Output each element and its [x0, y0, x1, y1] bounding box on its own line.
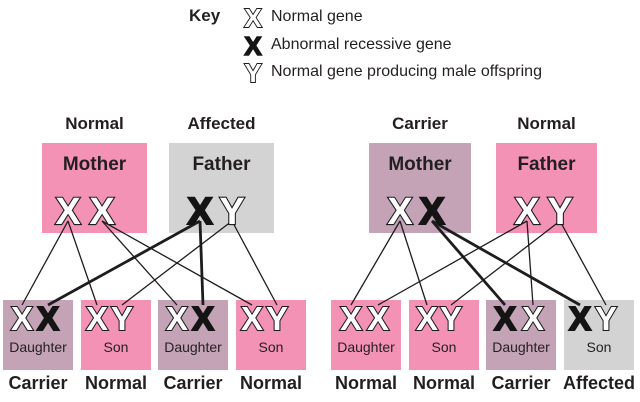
gene-glyph: X	[187, 191, 213, 233]
parent-status-label: Normal	[517, 114, 576, 133]
key-item-label: Normal gene producing male offspring	[271, 63, 542, 80]
child-status-label: Normal	[84, 373, 147, 393]
parent-status-label: Normal	[65, 114, 124, 133]
gene-glyph: X	[166, 300, 188, 337]
gene-glyph: Y	[219, 191, 244, 233]
mother-box: Mother	[369, 143, 471, 233]
child-box: Son	[409, 300, 479, 370]
inheritance-line	[198, 220, 205, 306]
gene-glyph: X	[86, 300, 108, 337]
gene-glyph: Y	[547, 191, 572, 233]
inheritance-line	[559, 220, 607, 306]
child-box: Daughter	[486, 300, 556, 370]
inheritance-line	[121, 220, 233, 306]
gene-glyph: X	[89, 191, 115, 233]
key-item-label: Normal gene	[271, 8, 363, 25]
gene-glyph: X	[192, 300, 214, 337]
parent-label: Mother	[388, 154, 452, 175]
male-gene-icon: Y	[244, 58, 261, 88]
child-status-label: Carrier	[163, 373, 223, 393]
child-status-label: Normal	[334, 373, 397, 393]
child-label: Son	[103, 339, 129, 355]
child-label: Daughter	[337, 339, 395, 355]
gene-glyph: X	[416, 300, 438, 337]
inheritance-line	[430, 220, 507, 306]
child-box: Daughter	[331, 300, 401, 370]
parent-status-label: Affected	[187, 114, 256, 133]
inheritance-lines	[21, 219, 607, 307]
child-label: Son	[586, 339, 612, 355]
gene-glyph: X	[55, 191, 81, 233]
gene-glyph: Y	[111, 300, 133, 337]
gene-glyph: X	[11, 300, 33, 337]
inheritance-line	[101, 220, 178, 306]
inheritance-line	[21, 220, 69, 306]
gene-glyph: X	[340, 300, 362, 337]
child-label: Son	[258, 339, 284, 355]
child-label: Son	[431, 339, 457, 355]
child-box: Son	[81, 300, 151, 370]
child-box: Daughter	[158, 300, 228, 370]
gene-glyph: X	[37, 300, 59, 337]
inheritance-line	[377, 220, 528, 306]
key-item-label: Abnormal recessive gene	[271, 36, 452, 53]
gene-glyph: X	[514, 191, 540, 233]
inheritance-line	[47, 219, 201, 307]
inheritance-line	[67, 220, 98, 306]
child-status-label: Normal	[239, 373, 302, 393]
gene-glyph: X	[419, 191, 445, 233]
child-status-label: Normal	[412, 373, 475, 393]
child-label: Daughter	[492, 339, 550, 355]
gene-glyph: X	[241, 300, 263, 337]
father-box: Father	[169, 143, 274, 233]
child-box: Son	[564, 300, 634, 370]
mother-box: Mother	[42, 143, 147, 233]
inheritance-line	[526, 220, 534, 306]
gene-glyph: Y	[440, 300, 462, 337]
inheritance-line	[231, 220, 278, 306]
gene-glyph: X	[367, 300, 389, 337]
child-box: Son	[236, 300, 306, 370]
gene-glyph: X	[494, 300, 516, 337]
normal-gene-icon: X	[244, 3, 262, 33]
child-status-label: Affected	[562, 373, 635, 393]
parent-status-label: Carrier	[392, 114, 448, 133]
gene-glyph: X	[522, 300, 544, 337]
child-status-label: Carrier	[8, 373, 68, 393]
child-label: Daughter	[164, 339, 222, 355]
inheritance-line	[350, 220, 401, 306]
child-label: Daughter	[9, 339, 67, 355]
gene-glyph: Y	[595, 300, 617, 337]
child-box: Daughter	[3, 300, 73, 370]
child-status-label: Carrier	[491, 373, 551, 393]
gene-glyph: Y	[266, 300, 288, 337]
key-title: Key	[189, 6, 221, 25]
father-box: Father	[496, 143, 597, 233]
gene-glyph: X	[569, 300, 591, 337]
inheritance-line	[399, 220, 428, 306]
abnormal-gene-icon: X	[244, 31, 262, 61]
inheritance-line	[450, 220, 561, 306]
parent-label: Father	[517, 154, 576, 175]
parent-label: Father	[192, 154, 251, 175]
gene-glyph: X	[387, 191, 413, 233]
parent-label: Mother	[62, 154, 127, 175]
